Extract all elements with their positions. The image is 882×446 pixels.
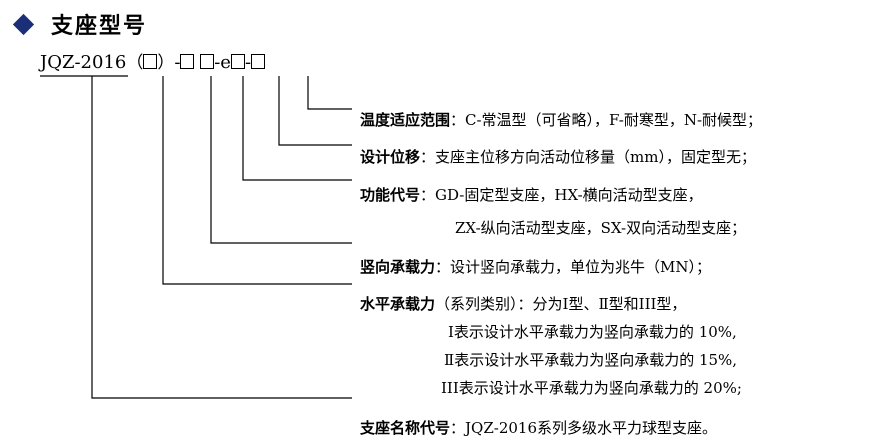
horizontal-load-line-text: III表示设计水平承载力为竖向承载力的 20%; — [441, 379, 742, 397]
displacement-box — [200, 54, 215, 69]
dash-1: - — [174, 52, 181, 73]
entry-design-displacement: 设计位移：支座主位移方向活动位移量（mm），固定型无； — [360, 147, 756, 167]
dash-2: -e — [214, 52, 231, 73]
horizontal-load-note: （系列类别） — [435, 295, 518, 313]
horizontal-load-label: 水平承载力 — [360, 295, 436, 313]
model-prefix: JQZ-2016 — [40, 52, 127, 73]
function-code-label: 功能代号 — [360, 186, 421, 204]
temp-range-text: ：C-常温型（可省略），F-耐寒型，N-耐候型； — [450, 111, 763, 129]
section-heading: 支座型号 — [12, 6, 147, 42]
vertical-load-label: 竖向承载力 — [360, 258, 436, 276]
entry-function-code: 功能代号：GD-固定型支座，HX-横向活动型支座， — [360, 185, 703, 205]
leader-vertical-load — [162, 76, 352, 285]
horizontal-load-text: ：分为Ⅰ型、Ⅱ型和III型， — [517, 295, 687, 313]
entry-temp-range: 温度适应范围：C-常温型（可省略），F-耐寒型，N-耐候型； — [360, 110, 762, 130]
paren-close: ） — [157, 53, 175, 73]
horizontal-load-line-text: Ⅱ表示设计水平承载力为竖向承载力的 15%, — [444, 351, 738, 369]
function-code-box — [180, 54, 195, 69]
temp-range-label: 温度适应范围 — [360, 111, 451, 129]
horizontal-load-line-1: Ⅰ表示设计水平承载力为竖向承载力的 10%, — [448, 322, 737, 342]
paren-open: （ — [126, 53, 144, 73]
vertical-load-text: ：设计竖向承载力，单位为兆牛（MN）； — [435, 258, 712, 276]
horizontal-load-line-3: III表示设计水平承载力为竖向承载力的 20%; — [441, 378, 742, 398]
horizontal-load-line-2: Ⅱ表示设计水平承载力为竖向承载力的 15%, — [444, 350, 737, 370]
entry-vertical-load: 竖向承载力：设计竖向承载力，单位为兆牛（MN）； — [360, 257, 711, 277]
last-box — [251, 54, 266, 69]
leader-last-box — [307, 76, 352, 110]
function-code-text: ：GD-固定型支座，HX-横向活动型支座， — [420, 186, 703, 204]
function-code-text2: ZX-纵向活动型支座，SX-双向活动型支座； — [455, 219, 747, 237]
dash-3: - — [244, 52, 252, 73]
design-disp-label: 设计位移 — [360, 148, 421, 166]
entry-horizontal-load: 水平承载力（系列类别）：分为Ⅰ型、Ⅱ型和III型， — [360, 294, 686, 314]
name-code-label: 支座名称代号 — [360, 419, 451, 437]
entry-function-code-line2: ZX-纵向活动型支座，SX-双向活动型支座； — [455, 218, 746, 238]
leader-displacement — [242, 76, 352, 181]
vertical-load-box — [143, 54, 158, 69]
leader-name-code — [91, 76, 352, 399]
horizontal-load-line-text: Ⅰ表示设计水平承载力为竖向承载力的 10%, — [448, 323, 737, 341]
temperature-box — [230, 54, 245, 69]
section-title: 支座型号 — [51, 14, 148, 39]
entry-name-code: 支座名称代号：JQZ-2016系列多级水平力球型支座。 — [360, 418, 717, 438]
leader-temp-range — [278, 76, 352, 146]
leader-function-code — [210, 76, 352, 244]
name-code-text: ：JQZ-2016系列多级水平力球型支座。 — [450, 419, 717, 437]
model-code: JQZ-2016（）- -e- — [40, 52, 266, 74]
design-disp-text: ：支座主位移方向活动位移量（mm），固定型无； — [420, 148, 756, 166]
